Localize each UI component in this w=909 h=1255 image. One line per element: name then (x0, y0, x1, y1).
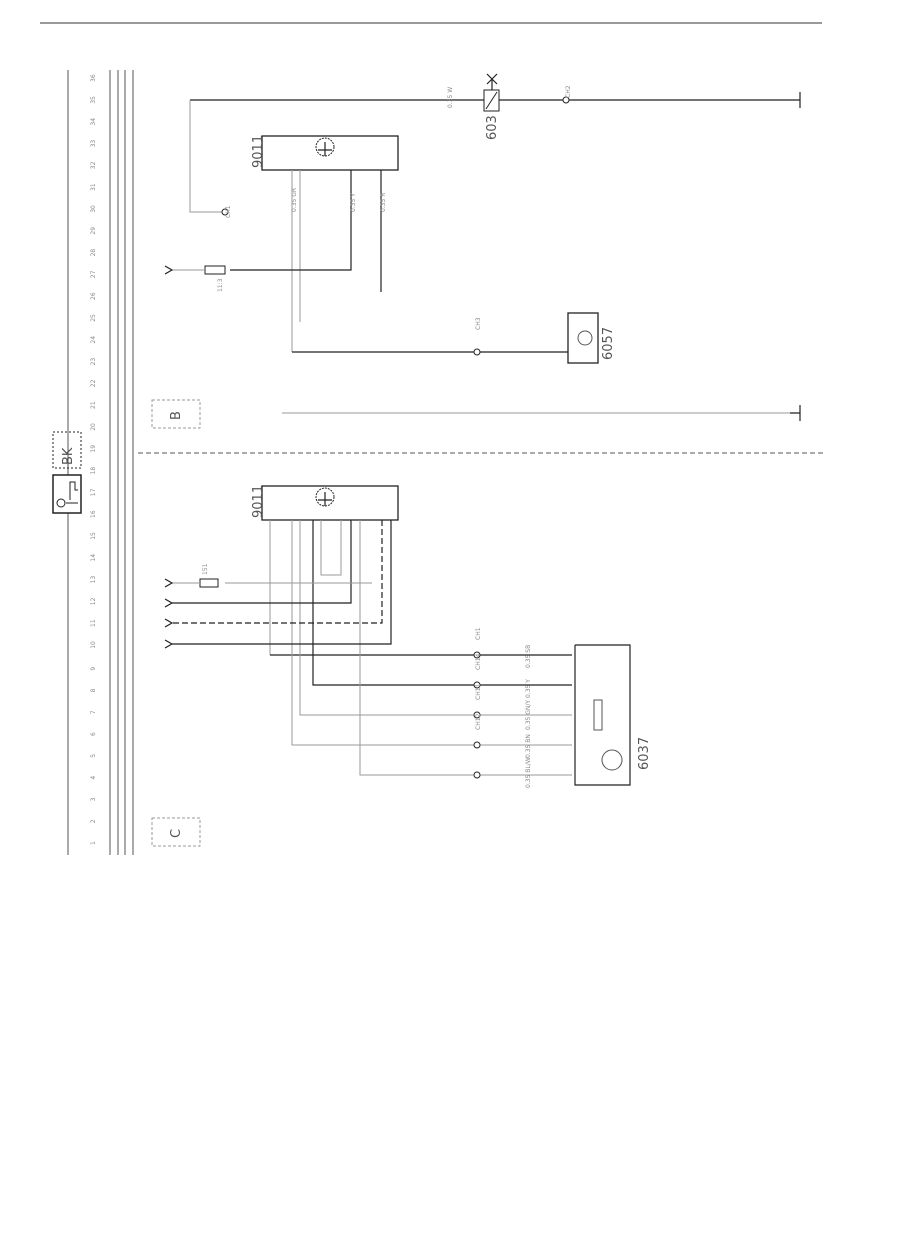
ruler-number: 17 (90, 488, 97, 496)
ruler-number: 36 (90, 74, 97, 82)
ruler-number: 3 (90, 797, 97, 801)
ruler-number: 35 (90, 96, 97, 104)
ruler-number: 15 (90, 532, 97, 540)
wire-label: 0.35 BN (525, 734, 532, 758)
ruler-number: 8 (90, 688, 97, 692)
ruler-number: 18 (90, 467, 97, 475)
badge-box (52, 431, 82, 469)
ruler-number: 19 (90, 445, 97, 453)
splice-label: CH1 (225, 205, 232, 218)
ruler-number: 32 (90, 161, 97, 169)
wire-label: 0.35 GN/Y (525, 700, 532, 730)
ruler-number: 10 (90, 641, 97, 649)
ruler-number: 29 (90, 227, 97, 235)
splice-label: CH1 (475, 627, 482, 640)
ruler-number: 1 (90, 841, 97, 845)
section-label-top: B (169, 411, 184, 420)
ruler-number: 9 (90, 667, 97, 671)
ruler-number: 11 (90, 619, 97, 627)
row-ruler: 1234567891011121314151617181920212223242… (90, 74, 97, 845)
section-box-top (151, 399, 201, 429)
top-module-label: 9011 (251, 135, 266, 168)
wire-label: 0.35 Y (350, 193, 357, 212)
ruler-number: 6 (90, 732, 97, 736)
wire-label: 0.35 R (380, 193, 387, 212)
ruler-number: 7 (90, 710, 97, 714)
ruler-number: 30 (90, 205, 97, 213)
ruler-number: 13 (90, 576, 97, 584)
ruler-number: 27 (90, 270, 97, 278)
ruler-number: 26 (90, 292, 97, 300)
vehicle-icon (52, 474, 82, 514)
ruler-number: 24 (90, 336, 97, 344)
ruler-number: 12 (90, 597, 97, 605)
ruler-number: 33 (90, 140, 97, 148)
splice-label: CH14 (475, 653, 482, 670)
wire-label: 0.35 GR (291, 188, 298, 212)
ruler-number: 16 (90, 510, 97, 518)
ruler-number: 34 (90, 118, 97, 126)
ruler-number: 2 (90, 819, 97, 823)
ruler-number: 23 (90, 358, 97, 366)
ruler-number: 25 (90, 314, 97, 322)
splice-label: CH3 (475, 317, 482, 330)
wire-label: 0.35 SB (525, 645, 532, 668)
ruler-number: 5 (90, 754, 97, 758)
ruler-number: 20 (90, 423, 97, 431)
section-label-bottom: C (169, 829, 184, 838)
bottom-circuit (164, 485, 631, 786)
splice-label: CH2 (565, 85, 572, 98)
ruler-number: 22 (90, 379, 97, 387)
left-frame (67, 70, 134, 855)
splice-label: CH11 (475, 683, 482, 700)
ruler-number: 4 (90, 776, 97, 780)
wire-label: 0.35 BL/W (525, 757, 532, 788)
ruler-number: 31 (90, 183, 97, 191)
top-circuit (164, 73, 801, 421)
bottom-module-label: 9011 (251, 485, 266, 518)
ruler-number: 14 (90, 554, 97, 562)
wire-label: 0.35 W (447, 87, 454, 108)
sensor-label: 6037 (637, 737, 652, 770)
wire-label: 0.35 Y (525, 679, 532, 698)
fuse-top-label: 11:3 (217, 278, 224, 292)
badge-label: BK (61, 447, 76, 465)
relay-label: 603 (485, 115, 500, 140)
ruler-number: 28 (90, 249, 97, 257)
ruler-number: 21 (90, 401, 97, 409)
fuse-bottom-label: 151 (202, 563, 209, 575)
motor-label: 6057 (601, 327, 616, 360)
section-box-bottom (151, 817, 201, 847)
splice-label: CH12 (475, 713, 482, 730)
